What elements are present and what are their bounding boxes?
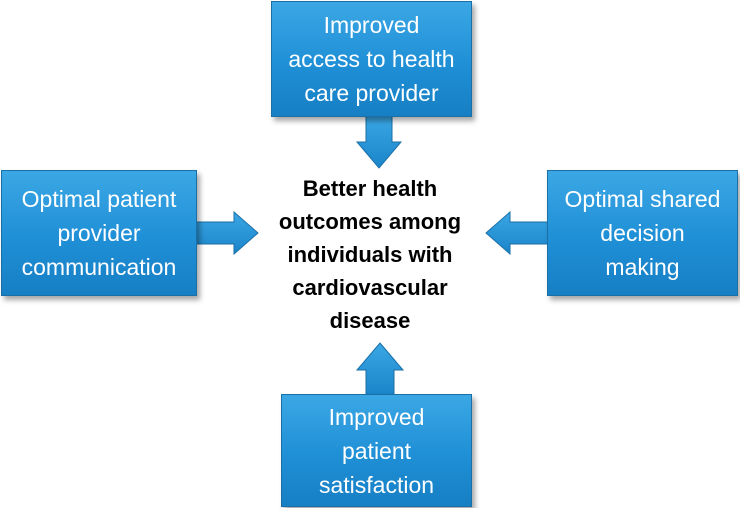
center-text-line: individuals with [287, 242, 453, 267]
central-outcome: Better health outcomes among individuals… [255, 172, 485, 337]
box-text-line: decision [600, 220, 685, 246]
box-optimal-communication: Optimal patient provider communication [1, 170, 197, 296]
box-improved-access: Improved access to health care provider [271, 1, 472, 117]
center-text-line: outcomes among [278, 209, 462, 234]
arrow-right-icon [195, 210, 259, 256]
box-text-line: provider [57, 220, 141, 246]
box-text-line: making [605, 254, 680, 280]
box-text-line: Improved [323, 12, 420, 38]
box-patient-satisfaction: Improved patient satisfaction [281, 394, 472, 507]
box-text-line: patient [341, 437, 412, 464]
box-text-line: Improved [328, 403, 425, 430]
box-text-line: communication [21, 254, 177, 280]
box-text-line: care provider [304, 80, 439, 106]
center-text-line: cardiovascular [292, 275, 448, 300]
box-shared-decision-making: Optimal shared decision making [547, 170, 738, 296]
box-text-line: Optimal shared [564, 186, 721, 212]
arrow-up-icon [355, 342, 405, 397]
box-text-line: satisfaction [318, 471, 435, 498]
arrow-left-icon [485, 210, 549, 256]
arrow-down-icon [355, 115, 403, 169]
box-text-line: Optimal patient [21, 186, 177, 212]
center-text-line: Better health [302, 176, 438, 201]
center-text-line: disease [329, 308, 411, 333]
box-text-line: access to health [288, 46, 455, 72]
